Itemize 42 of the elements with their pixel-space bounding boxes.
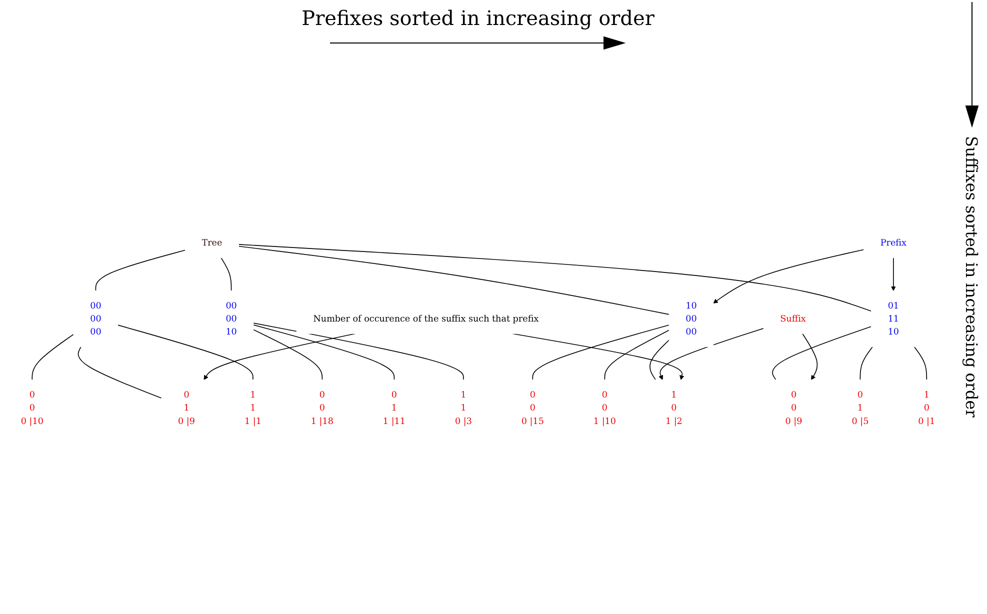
node-text: 00 00 10 [226,300,237,337]
node-text: Tree [202,237,222,248]
node-text: 1 0 1 |2 [665,389,682,426]
arrow [891,257,896,291]
connector [220,257,232,292]
node-text: 01 11 10 [888,300,900,337]
axis-note: Prefixes sorted in increasing order [302,6,654,30]
node-text: 0 1 0 |5 [852,389,869,426]
connector [78,346,162,399]
connector [252,324,395,380]
connector [532,324,670,380]
connector [238,246,670,315]
connector [650,340,670,380]
connector [252,329,323,380]
connector [604,330,670,380]
node-text: Prefix [880,237,906,248]
connector [860,346,873,380]
node-text: 0 1 1 |11 [382,389,406,426]
connector [238,244,872,312]
node-text: 0 1 0 |9 [178,389,195,426]
node-text: 0 0 1 |18 [310,389,334,426]
node-text: 0 0 0 |9 [785,389,802,426]
node-text: 0 0 1 |10 [593,389,616,426]
connector [252,322,464,380]
node-text: 00 00 00 [90,300,102,337]
arrow [658,328,764,380]
connector [95,250,186,292]
connector [914,346,928,380]
node-text: 1 1 0 |3 [454,389,472,426]
arrow [802,333,818,380]
connector [117,324,254,380]
node-text: 0 0 0 |10 [20,389,44,426]
node-text: 1 0 0 |1 [918,389,936,426]
connector [32,334,74,380]
arrow [713,249,864,304]
node-text: Suffix [780,313,806,324]
node-text: 1 1 1 |1 [244,389,262,426]
node-text: Number of occurence of the suffix such that prefix [313,313,539,324]
node-text: 0 0 0 |15 [521,389,544,426]
arrow [204,333,356,380]
connector [772,326,872,380]
axis-note: Suffixes sorted in increasing order [962,136,981,418]
